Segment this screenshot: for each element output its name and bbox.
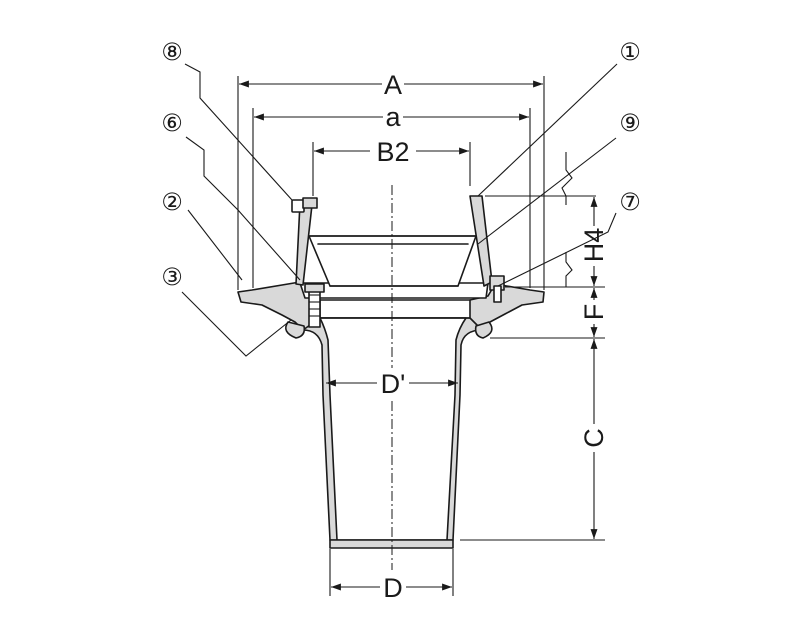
callout-2: ② — [161, 189, 243, 281]
label-C: C — [579, 428, 609, 448]
callout-7: ⑦ — [497, 189, 641, 287]
left-bolt — [308, 286, 321, 328]
dimension-D-prime: D' — [326, 368, 458, 399]
callout-label-9: ⑨ — [619, 110, 641, 137]
flange-bead-right — [474, 321, 493, 339]
label-H4: H4 — [579, 228, 609, 263]
callout-9: ⑨ — [477, 110, 641, 245]
pipe-bore — [319, 317, 467, 541]
callout-3: ③ — [161, 264, 292, 357]
dimension-B2: B2 — [312, 136, 471, 196]
label-B2: B2 — [376, 137, 409, 167]
callout-label-3: ③ — [161, 264, 183, 291]
dimension-D: D — [329, 549, 454, 603]
left-clamp — [291, 197, 325, 328]
callout-1: ① — [477, 39, 641, 197]
callout-6: ⑥ — [161, 110, 301, 281]
dimension-H4: H4 — [485, 152, 609, 288]
label-D: D — [383, 573, 403, 603]
callout-label-6: ⑥ — [161, 110, 183, 137]
dimension-C: C — [460, 339, 609, 541]
callout-label-1: ① — [619, 39, 641, 66]
label-D-prime: D' — [381, 369, 406, 399]
right-clamp — [469, 195, 505, 303]
callout-label-7: ⑦ — [619, 189, 641, 216]
label-a: a — [385, 102, 401, 132]
label-A: A — [384, 70, 402, 100]
callout-label-2: ② — [161, 189, 183, 216]
drain-body — [237, 281, 545, 549]
dimension-F: F — [490, 288, 609, 339]
dimension-a: a — [252, 102, 531, 288]
label-F: F — [579, 304, 609, 321]
dimension-A: A — [237, 70, 545, 290]
callout-label-8: ⑧ — [161, 39, 183, 66]
flange-bead-left — [285, 321, 306, 339]
callout-8: ⑧ — [161, 39, 293, 201]
